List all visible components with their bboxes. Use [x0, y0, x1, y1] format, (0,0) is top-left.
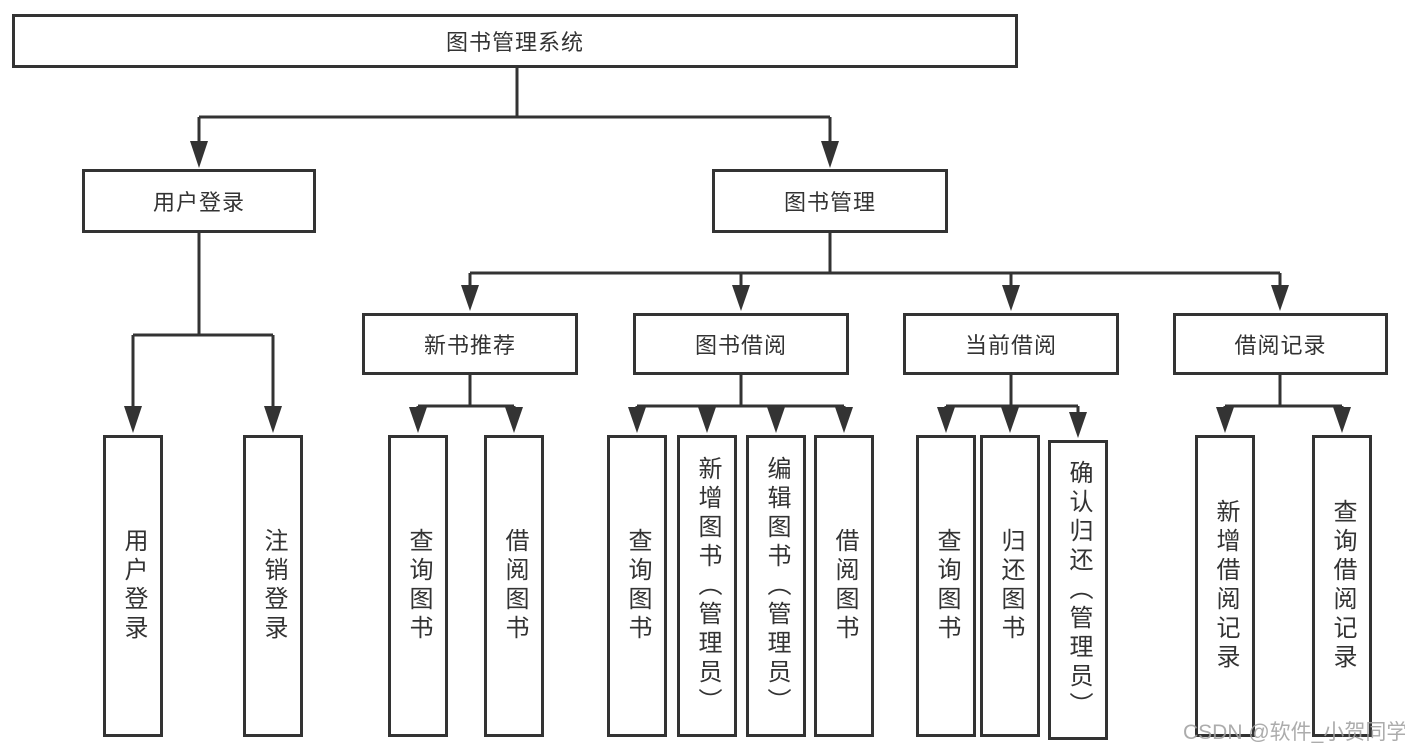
node-book-management: 图书管理: [712, 169, 948, 233]
node-current-borrow: 当前借阅: [903, 313, 1119, 375]
leaf-node-confirm-return-admin: 确认归还（管理员）: [1048, 440, 1108, 740]
node-new-book-recommend-label: 新书推荐: [423, 333, 516, 358]
leaf-node-borrow-books: 借阅图书: [814, 435, 874, 737]
node-root-label: 图书管理系统: [445, 30, 584, 55]
leaf-node-add-borrow-record-label: 新增借阅记录: [1212, 499, 1239, 673]
leaf-node-borrow-books-recommend: 借阅图书: [484, 435, 544, 737]
node-borrow-records: 借阅记录: [1173, 313, 1388, 375]
leaf-node-edit-books-admin: 编辑图书（管理员）: [746, 435, 806, 737]
leaf-node-user-login-label: 用户登录: [120, 528, 147, 644]
leaf-node-edit-books-admin-label: 编辑图书（管理员）: [763, 455, 790, 717]
leaf-node-search-books-recommend: 查询图书: [388, 435, 448, 737]
leaf-node-search-borrow-record: 查询借阅记录: [1312, 435, 1372, 737]
node-current-borrow-label: 当前借阅: [964, 333, 1057, 358]
leaf-node-search-borrow-record-label: 查询借阅记录: [1329, 499, 1356, 673]
leaf-node-search-books-current: 查询图书: [916, 435, 976, 737]
arrowheads: [124, 141, 1351, 438]
leaf-node-search-books-current-label: 查询图书: [933, 528, 960, 644]
csdn-watermark: CSDN @软件_小贺同学: [1183, 721, 1405, 744]
node-borrow-records-label: 借阅记录: [1234, 333, 1327, 358]
leaf-node-search-books-borrow: 查询图书: [607, 435, 667, 737]
node-user-login-label: 用户登录: [152, 190, 245, 215]
leaf-node-logout: 注销登录: [243, 435, 303, 737]
node-book-borrow: 图书借阅: [633, 313, 849, 375]
leaf-node-user-login: 用户登录: [103, 435, 163, 737]
node-book-management-label: 图书管理: [783, 190, 876, 215]
leaf-node-borrow-books-label: 借阅图书: [831, 528, 858, 644]
leaf-node-return-books: 归还图书: [980, 435, 1040, 737]
leaf-node-add-books-admin-label: 新增图书（管理员）: [694, 455, 721, 717]
leaf-node-search-books-recommend-label: 查询图书: [405, 528, 432, 644]
node-user-login: 用户登录: [82, 169, 316, 233]
leaf-node-add-books-admin: 新增图书（管理员）: [677, 435, 737, 737]
leaf-node-logout-label: 注销登录: [260, 528, 287, 644]
leaf-node-confirm-return-admin-label: 确认归还（管理员）: [1065, 459, 1092, 721]
node-new-book-recommend: 新书推荐: [362, 313, 578, 375]
node-book-borrow-label: 图书借阅: [694, 333, 787, 358]
leaf-node-return-books-label: 归还图书: [997, 528, 1024, 644]
leaf-node-search-books-borrow-label: 查询图书: [624, 528, 651, 644]
leaf-node-borrow-books-recommend-label: 借阅图书: [501, 528, 528, 644]
node-root-system: 图书管理系统: [12, 14, 1018, 68]
leaf-node-add-borrow-record: 新增借阅记录: [1195, 435, 1255, 737]
